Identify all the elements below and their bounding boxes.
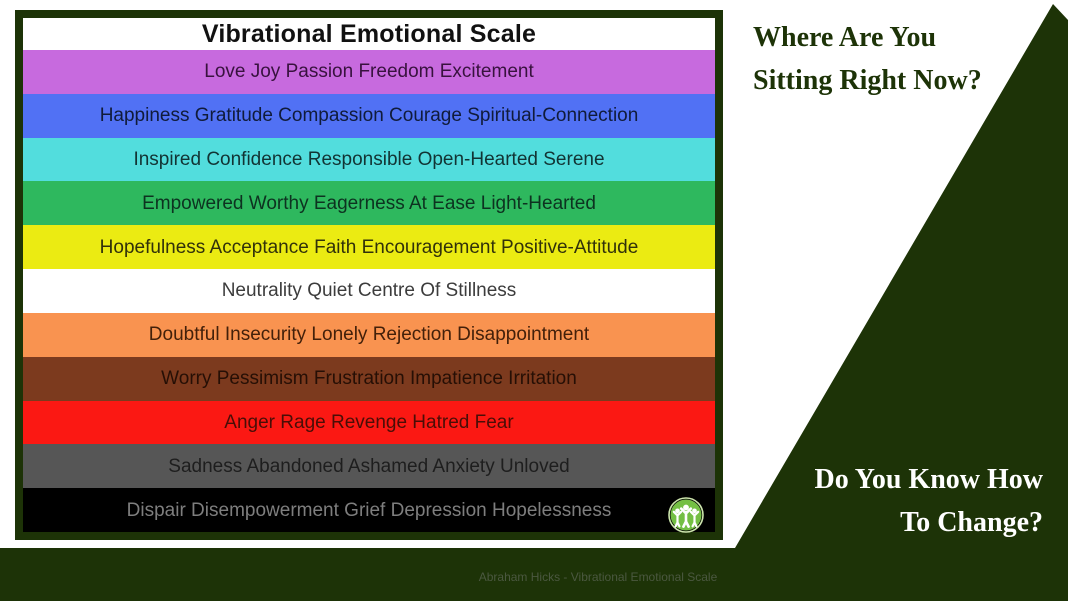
scale-row: Inspired Confidence Responsible Open-Hea… xyxy=(23,137,715,182)
scale-row: Worry Pessimism Frustration Impatience I… xyxy=(23,356,715,401)
vibrational-scale-chart: Vibrational Emotional Scale Love Joy Pas… xyxy=(15,10,723,540)
scale-row: Doubtful Insecurity Lonely Rejection Dis… xyxy=(23,312,715,357)
scale-row: Dispair Disempowerment Grief Depression … xyxy=(23,488,715,532)
question-line: To Change? xyxy=(900,507,1043,538)
chart-title: Vibrational Emotional Scale xyxy=(201,19,537,48)
scale-row: Anger Rage Revenge Hatred Fear xyxy=(23,400,715,445)
scale-row: Love Joy Passion Freedom Excitement xyxy=(23,50,715,94)
scale-row: Empowered Worthy Eagerness At Ease Light… xyxy=(23,181,715,226)
scale-row: Sadness Abandoned Ashamed Anxiety Unlove… xyxy=(23,444,715,489)
question-do-you-know-how: Do You Know How To Change? xyxy=(815,458,1043,544)
question-where-are-you: Where Are You Sitting Right Now? xyxy=(753,16,982,102)
question-line: Sitting Right Now? xyxy=(753,65,982,96)
scale-row: Neutrality Quiet Centre Of Stillness xyxy=(23,269,715,313)
scale-row: Hopefulness Acceptance Faith Encourageme… xyxy=(23,225,715,270)
question-line: Where Are You xyxy=(753,22,937,53)
scale-row: Happiness Gratitude Compassion Courage S… xyxy=(23,93,715,138)
question-line: Do You Know How xyxy=(814,464,1043,495)
group-people-icon xyxy=(668,497,704,533)
footer-caption: Abraham Hicks - Vibrational Emotional Sc… xyxy=(478,570,718,584)
